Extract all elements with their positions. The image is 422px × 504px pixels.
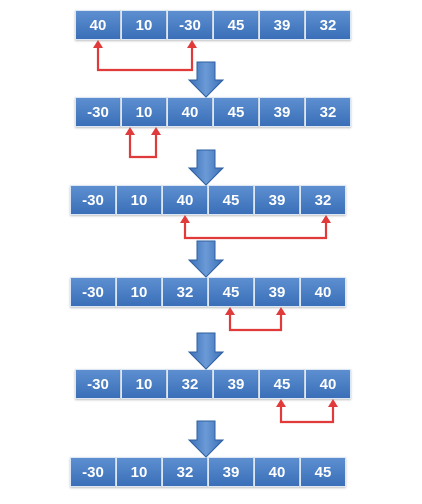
array-cell: -30 [70, 277, 116, 307]
array-cell: 32 [162, 457, 208, 487]
array-row-step-5: -30 10 32 39 40 45 [70, 457, 346, 487]
array-cell: 45 [213, 97, 259, 127]
array-cell: 10 [121, 10, 167, 40]
array-cell: 39 [254, 277, 300, 307]
swap-arrow-icon [228, 313, 283, 332]
down-arrow-icon [187, 420, 225, 458]
arrowhead-icon [187, 40, 197, 48]
array-cell: 40 [75, 10, 121, 40]
array-row-step-4: -30 10 32 39 45 40 [75, 369, 351, 399]
array-cell: 10 [116, 457, 162, 487]
array-cell: 39 [259, 10, 305, 40]
array-cell: 32 [300, 185, 346, 215]
arrowhead-icon [180, 215, 190, 223]
array-cell: 45 [208, 277, 254, 307]
arrowhead-icon [151, 127, 161, 135]
down-arrow-icon [187, 149, 225, 186]
array-cell: -30 [70, 457, 116, 487]
arrowhead-icon [321, 215, 331, 223]
array-cell: 39 [259, 97, 305, 127]
arrowhead-icon [225, 307, 235, 315]
array-cell: 39 [213, 369, 259, 399]
array-cell: 10 [116, 185, 162, 215]
swap-arrow-icon [183, 221, 328, 240]
array-cell: 32 [162, 277, 208, 307]
array-cell: 45 [300, 457, 346, 487]
arrowhead-icon [328, 399, 338, 407]
swap-arrow-icon [279, 405, 335, 424]
array-cell: 40 [167, 97, 213, 127]
array-cell: -30 [167, 10, 213, 40]
arrowhead-icon [276, 307, 286, 315]
array-cell: 40 [254, 457, 300, 487]
array-cell: -30 [75, 369, 121, 399]
array-cell: 10 [121, 369, 167, 399]
array-cell: 10 [116, 277, 162, 307]
array-cell: 39 [254, 185, 300, 215]
array-row-step-2: -30 10 40 45 39 32 [70, 185, 346, 215]
array-cell: 40 [305, 369, 351, 399]
down-arrow-icon [187, 332, 225, 370]
array-cell: 45 [259, 369, 305, 399]
down-arrow-icon [187, 61, 225, 98]
swap-arrow-icon [96, 46, 194, 72]
arrowhead-icon [93, 40, 103, 48]
array-row-step-1: -30 10 40 45 39 32 [75, 97, 351, 127]
arrowhead-icon [125, 127, 135, 135]
array-cell: 32 [305, 97, 351, 127]
array-cell: 45 [213, 10, 259, 40]
array-cell: 39 [208, 457, 254, 487]
array-row-step-0: 40 10 -30 45 39 32 [75, 10, 351, 40]
array-row-step-3: -30 10 32 45 39 40 [70, 277, 346, 307]
array-cell: 32 [305, 10, 351, 40]
array-cell: -30 [75, 97, 121, 127]
array-cell: 10 [121, 97, 167, 127]
array-cell: 40 [300, 277, 346, 307]
array-cell: -30 [70, 185, 116, 215]
array-cell: 32 [167, 369, 213, 399]
arrowhead-icon [276, 399, 286, 407]
array-cell: 40 [162, 185, 208, 215]
down-arrow-icon [187, 240, 225, 278]
swap-arrow-icon [128, 133, 158, 159]
array-cell: 45 [208, 185, 254, 215]
